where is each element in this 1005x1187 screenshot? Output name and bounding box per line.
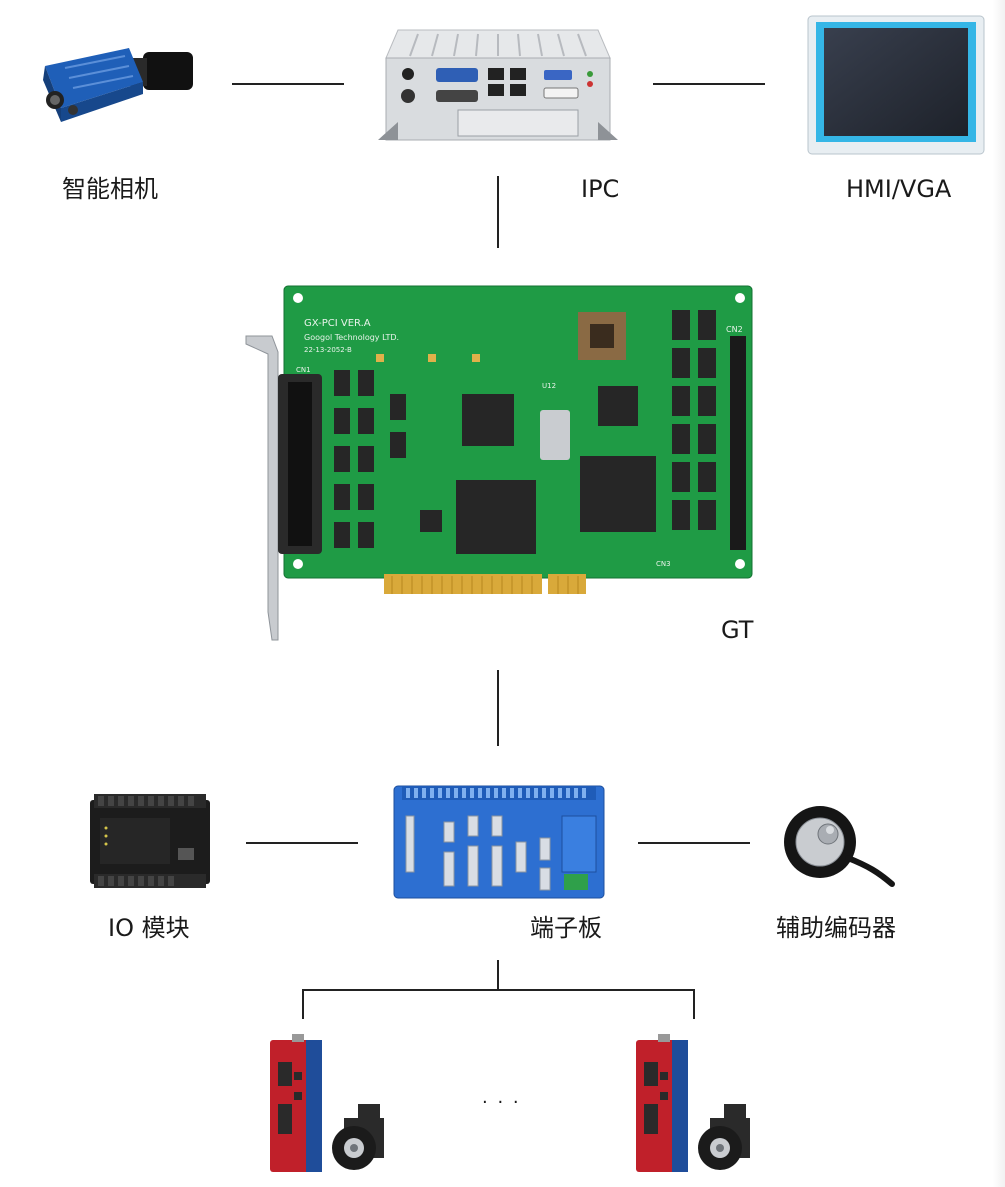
camera-ipc-connector [232, 83, 344, 85]
servo-drive-motor-left-image [270, 1034, 384, 1172]
board-title-text: GX-PCI VER.A [304, 318, 371, 329]
servo-branch-horizontal [302, 989, 695, 991]
board-u12-text: U12 [542, 382, 556, 390]
board-maker-text: Googol Technology LTD. [304, 333, 399, 342]
ipc-label: IPC [581, 175, 620, 203]
io-label: IO 模块 [108, 914, 190, 942]
terminal-board-image [393, 785, 605, 899]
io-module-image [90, 794, 210, 888]
board-cn3-text: CN3 [656, 560, 671, 568]
servo-branch-left [302, 989, 304, 1019]
board-cn2-text: CN2 [726, 325, 743, 334]
ipc-hmi-connector [653, 83, 765, 85]
gt-terminal-connector [497, 670, 499, 746]
ipc-image [378, 29, 618, 141]
gt-label: GT [721, 616, 754, 644]
terminal-encoder-connector [638, 842, 750, 844]
camera-label: 智能相机 [62, 175, 158, 203]
ipc-gt-connector [497, 176, 499, 248]
encoder-label: 辅助编码器 [776, 914, 896, 942]
servo-drive-motor-right-image [636, 1034, 750, 1172]
servo-branch-right [693, 989, 695, 1019]
board-code-text: 22-13-2052-B [304, 346, 352, 354]
io-terminal-connector [246, 842, 358, 844]
board-cn1-text: CN1 [296, 366, 311, 374]
gt-motion-card-image: GX-PCI VER.A Googol Technology LTD. 22-1… [245, 285, 753, 641]
smart-camera-image [43, 48, 193, 122]
terminal-label: 端子板 [530, 914, 602, 942]
servo-ellipsis: · · · [482, 1092, 521, 1113]
hmi-monitor-image [807, 15, 985, 155]
encoder-image [784, 806, 895, 887]
terminal-servo-trunk [497, 960, 499, 990]
page-edge-shadow [993, 0, 1005, 1187]
hmi-label: HMI/VGA [846, 175, 952, 203]
